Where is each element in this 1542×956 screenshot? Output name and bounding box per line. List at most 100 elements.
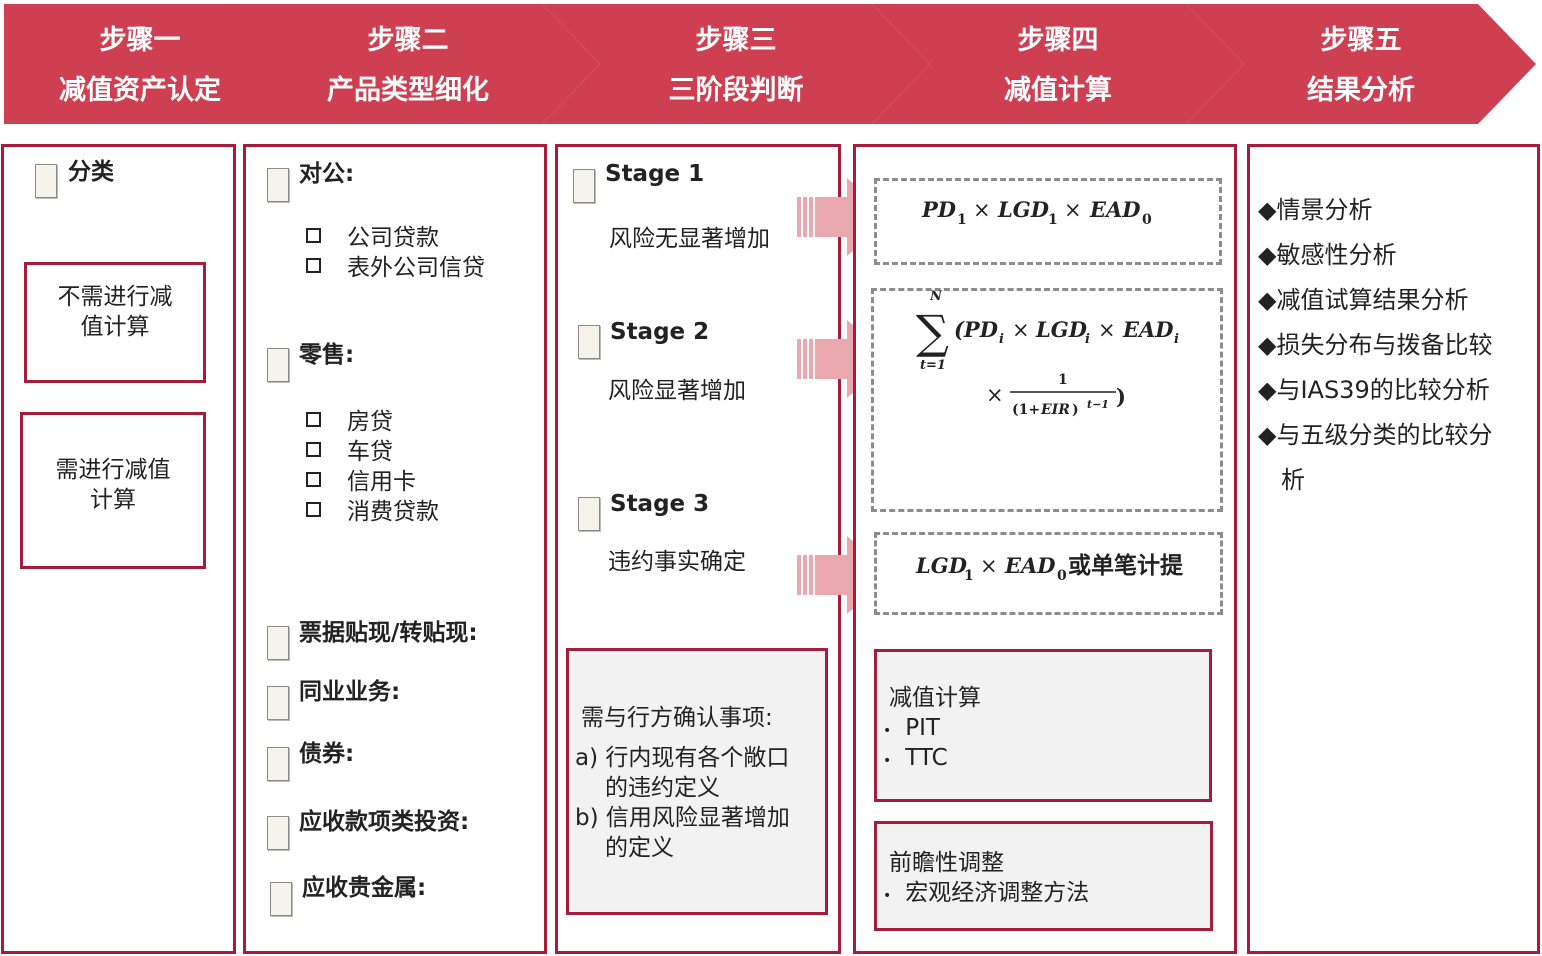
list-item: ◆与IAS39的比较分析 — [1258, 376, 1490, 404]
svg-text:×: × — [973, 198, 991, 222]
bullet-icon: • — [883, 888, 892, 904]
svg-text:EAD: EAD — [1089, 197, 1141, 222]
list-item: 表外公司信贷 — [306, 253, 485, 283]
svg-text:×: × — [980, 554, 998, 578]
svg-text:LGD: LGD — [997, 197, 1050, 222]
step-4-subtitle: 减值计算 — [1004, 75, 1112, 106]
stage-3-description: 违约事实确定 — [608, 549, 746, 575]
svg-text:×: × — [1012, 318, 1030, 342]
step-5-subtitle: 结果分析 — [1307, 75, 1415, 106]
svg-text:LGD: LGD — [1035, 317, 1088, 342]
list-item: ◆情景分析 — [1258, 196, 1373, 224]
list-item: 公司贷款 — [306, 223, 485, 253]
step-4-chevron: 步骤四 减值计算 — [872, 4, 1244, 124]
svg-text:PD: PD — [921, 197, 957, 222]
corporate-list: 公司贷款 表外公司信贷 — [306, 223, 485, 283]
svg-text:LGD: LGD — [915, 553, 968, 578]
formula-stage-1-box — [874, 178, 1222, 265]
list-item: 房贷 — [306, 407, 439, 437]
step-3-chevron: 步骤三 三阶段判断 — [542, 4, 930, 124]
step-2-chevron: 步骤二 产品类型细化 — [216, 4, 600, 124]
step-5-chevron: 步骤五 结果分析 — [1186, 4, 1536, 124]
stage-1-description: 风险无显著增加 — [609, 226, 770, 252]
svg-text:∑: ∑ — [916, 305, 949, 359]
svg-text:(1+: (1+ — [1012, 402, 1040, 418]
note-icon — [578, 497, 600, 531]
svg-text:EAD: EAD — [1122, 317, 1174, 342]
note-icon — [267, 747, 289, 781]
impairment-calc-box: 减值计算 •PIT •TTC — [874, 649, 1212, 802]
need-impairment-box: 需进行减值 计算 — [20, 412, 206, 569]
svg-text:0: 0 — [1057, 568, 1067, 584]
confirm-item-b: b) 信用风险显著增加 的定义 — [575, 805, 790, 861]
bullet-icon: • — [883, 723, 892, 739]
item-marker: a) — [575, 745, 599, 771]
svg-text:×: × — [986, 383, 1004, 407]
forward-looking-title: 前瞻性调整 — [889, 850, 1004, 876]
svg-text:EAD: EAD — [1004, 553, 1056, 578]
bill-discount-label: 票据贴现/转贴现: — [299, 620, 478, 646]
step-4-title: 步骤四 — [1017, 25, 1099, 56]
svg-text:1: 1 — [1058, 372, 1068, 388]
calc-item-ttc: •TTC — [883, 745, 948, 771]
list-item: ◆损失分布与拨备比较 — [1258, 331, 1493, 359]
step-2-subtitle: 产品类型细化 — [327, 75, 489, 106]
svg-text:0: 0 — [1142, 212, 1152, 228]
svg-text:1: 1 — [957, 212, 967, 228]
retail-label: 零售: — [299, 342, 355, 368]
svg-text:): ) — [1116, 384, 1126, 409]
forward-looking-box: 前瞻性调整 •宏观经济调整方法 — [874, 821, 1213, 931]
svg-text:t−1: t−1 — [1087, 398, 1109, 411]
confirm-title: 需与行方确认事项: — [581, 705, 773, 731]
svg-text:i: i — [1174, 332, 1179, 347]
bond-label: 债券: — [299, 741, 355, 767]
svg-text:1: 1 — [1048, 212, 1058, 228]
note-icon — [35, 164, 57, 198]
note-icon — [267, 816, 289, 850]
bullet-icon: • — [883, 753, 892, 769]
no-impairment-line-2: 值计算 — [80, 314, 150, 340]
precious-metal-label: 应收贵金属: — [302, 875, 427, 901]
stage-1-label: Stage 1 — [605, 161, 705, 187]
list-item: ◆与五级分类的比较分 — [1258, 421, 1493, 449]
list-item: ◆减值试算结果分析 — [1258, 286, 1469, 314]
step-2-title: 步骤二 — [367, 25, 449, 56]
step-3-title: 步骤三 — [695, 25, 777, 56]
svg-text:×: × — [1064, 198, 1082, 222]
step-1-subtitle: 减值资产认定 — [59, 75, 221, 106]
list-item: 析 — [1281, 466, 1305, 494]
retail-list: 房贷 车贷 信用卡 消费贷款 — [306, 407, 439, 527]
checkbox-icon — [306, 228, 321, 243]
step-5-title: 步骤五 — [1320, 25, 1402, 56]
note-icon — [573, 169, 595, 203]
formula-stage-2-box — [871, 288, 1223, 512]
analysis-list: ◆情景分析 ◆敏感性分析 ◆减值试算结果分析 ◆损失分布与拨备比较 ◆与IAS3… — [1258, 188, 1492, 503]
forward-item: •宏观经济调整方法 — [883, 880, 1090, 906]
formula-stage-3: LGD 1 × EAD 0 — [915, 553, 1067, 584]
formula-stage-1: PD 1 × LGD 1 × EAD 0 — [921, 197, 1152, 228]
list-item: 信用卡 — [306, 467, 439, 497]
column-product-type — [243, 144, 547, 954]
svg-text:(PD: (PD — [954, 317, 999, 342]
step-1-title: 步骤一 — [99, 25, 181, 56]
note-icon — [267, 626, 289, 660]
svg-text:i: i — [1085, 332, 1090, 347]
checkbox-icon — [306, 258, 321, 273]
column-result-analysis — [1247, 144, 1540, 954]
step-1-chevron: 步骤一 减值资产认定 — [4, 4, 276, 124]
stage-2-label: Stage 2 — [610, 319, 710, 345]
note-icon — [267, 686, 289, 720]
no-impairment-line-1: 不需进行减 — [57, 284, 173, 310]
svg-text:×: × — [1098, 318, 1116, 342]
no-impairment-box: 不需进行减 值计算 — [24, 262, 206, 383]
svg-text:t=1: t=1 — [920, 358, 946, 373]
svg-text:N: N — [929, 289, 943, 304]
item-marker: b) — [575, 805, 599, 831]
checkbox-icon — [306, 472, 321, 487]
svg-text:i: i — [999, 332, 1004, 347]
checkbox-icon — [306, 412, 321, 427]
list-item: ◆敏感性分析 — [1258, 241, 1397, 269]
note-icon — [267, 348, 289, 382]
note-icon — [270, 882, 292, 916]
confirm-item-a: a) 行内现有各个敞口 的违约定义 — [575, 745, 790, 801]
